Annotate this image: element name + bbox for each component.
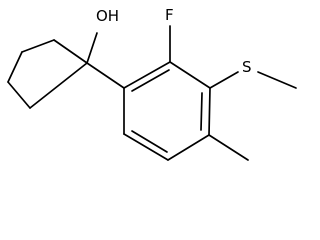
bond-ring-2 [21, 39, 55, 53]
bond-ring-5 [29, 62, 88, 109]
bond-arom-4 [167, 134, 210, 161]
atom-label-sulfur: S [242, 58, 252, 76]
structure-canvas: OH F S [7, 6, 297, 161]
bond-arom-1-inner [131, 69, 170, 92]
bond-ring-aryl [86, 62, 125, 89]
bond-c-s [209, 71, 239, 89]
bond-arom-5-inner [131, 130, 168, 153]
bond-ring-4 [7, 81, 31, 109]
bond-arom-1 [123, 61, 171, 89]
bond-arom-3-inner [200, 92, 203, 131]
cyclopentane-ring [7, 39, 88, 109]
bond-s-methyl [257, 71, 297, 89]
bond-c-oh [86, 32, 98, 64]
atom-label-hydroxyl: OH [96, 7, 119, 25]
atom-label-fluorine: F [165, 6, 174, 24]
bond-arom-5 [123, 133, 169, 161]
bond-ring-1 [53, 39, 88, 64]
bond-arom-2 [169, 61, 211, 89]
bond-arom-3 [208, 87, 211, 136]
bond-methyl [208, 134, 249, 161]
benzene-ring [123, 61, 211, 161]
molecule-diagram: OH F S [7, 6, 297, 161]
bond-ring-3 [7, 51, 23, 83]
